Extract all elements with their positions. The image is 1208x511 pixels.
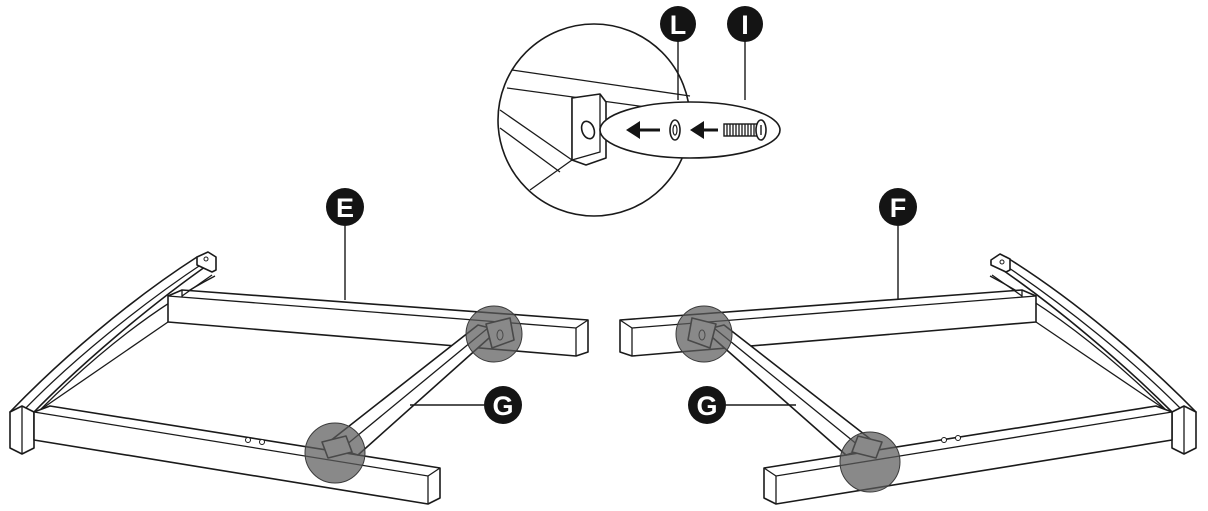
label-l: L <box>670 10 687 40</box>
badge-e: E <box>326 188 364 226</box>
badge-l: L <box>660 6 696 42</box>
badge-g-left: G <box>484 386 522 424</box>
badge-g-right: G <box>688 386 726 424</box>
joint-highlight <box>839 431 901 493</box>
arrow-left-icon <box>690 121 718 139</box>
label-i: I <box>741 10 749 40</box>
label-f: F <box>890 193 907 223</box>
left-frame <box>9 251 589 505</box>
label-g-left: G <box>492 391 513 421</box>
badge-i: I <box>727 6 763 42</box>
joint-highlight <box>675 305 733 363</box>
label-g-right: G <box>696 391 717 421</box>
right-frame <box>619 253 1197 505</box>
detail-inset <box>497 23 781 217</box>
label-e: E <box>336 193 354 223</box>
joint-highlight <box>304 422 366 484</box>
inset-frame-detail <box>499 69 691 191</box>
arrow-left-icon <box>626 121 660 139</box>
washer-icon <box>669 119 681 141</box>
bolt-icon <box>723 119 767 141</box>
badge-f: F <box>879 188 917 226</box>
joint-highlight <box>465 305 523 363</box>
